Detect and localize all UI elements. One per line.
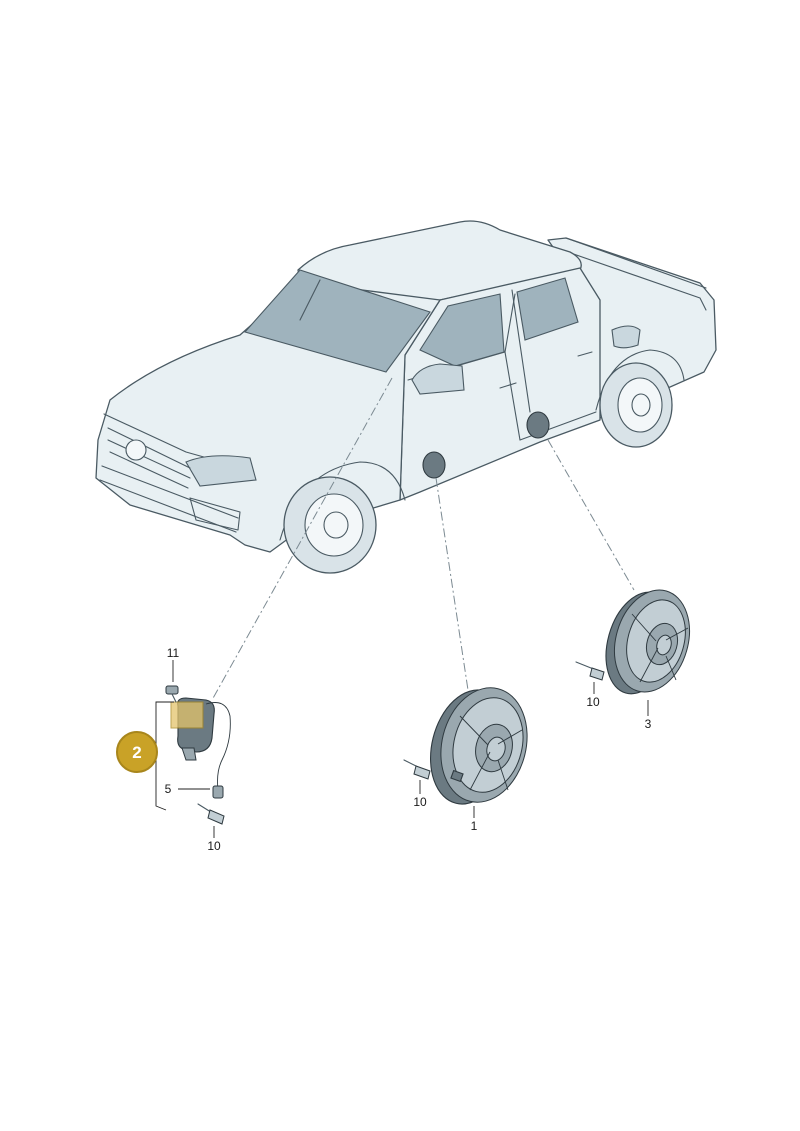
leader-lines (155, 660, 649, 838)
callout-2: 2 (132, 743, 141, 762)
callout-1: 1 (471, 819, 478, 833)
callout-5: 5 (165, 782, 172, 796)
callout-3: 3 (645, 717, 652, 731)
callout-10-left: 10 (207, 839, 221, 853)
callout-10-middle: 10 (413, 795, 427, 809)
alarm-horn-illustration (170, 697, 231, 799)
screw-illustration-b (403, 759, 431, 780)
screw-illustration-c (197, 803, 225, 825)
bolt-illustration (165, 685, 179, 703)
callout-11: 11 (167, 646, 180, 660)
callout-10-right: 10 (586, 695, 600, 709)
highlight-badge[interactable]: 2 (116, 731, 158, 773)
loudspeaker-illustration-front (429, 687, 528, 805)
loudspeaker-illustration-rear (605, 589, 690, 695)
location-lines (211, 377, 635, 701)
pickup-truck-illustration (95, 220, 717, 574)
screw-illustration-a (575, 661, 605, 681)
